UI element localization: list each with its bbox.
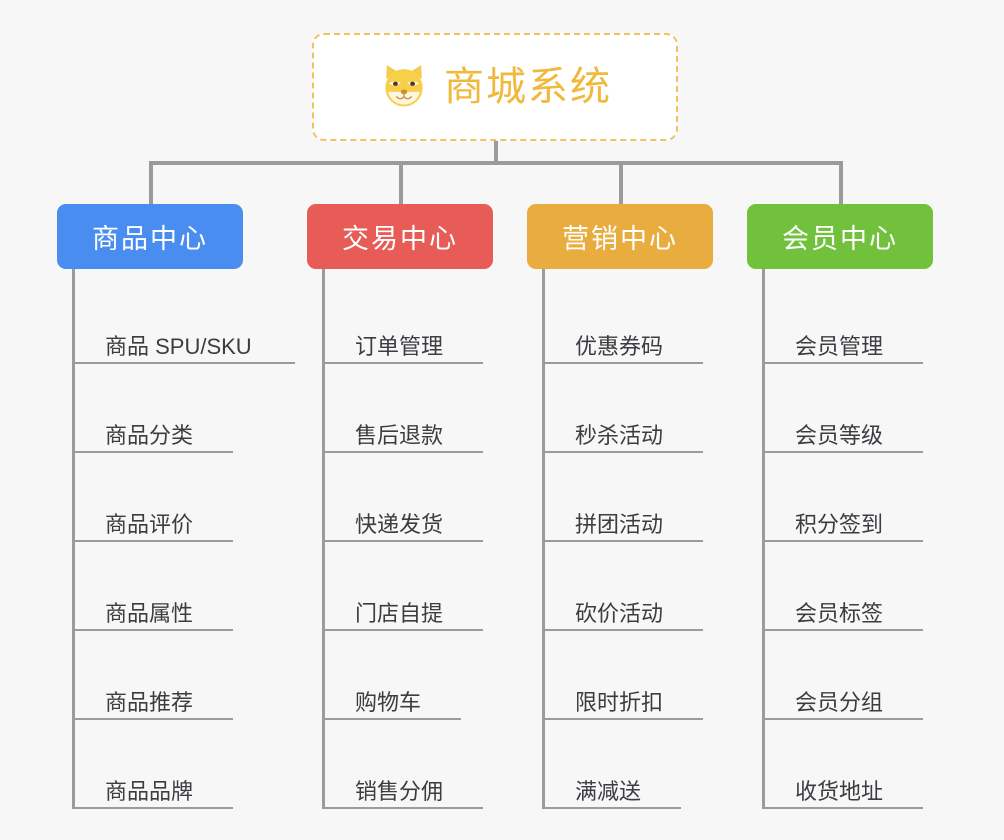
- leaf-label: 快递发货: [355, 511, 444, 537]
- leaf-underline: [75, 451, 233, 453]
- branch-column-member: 会员中心 会员管理 会员等级 积分签到 会员标签 会员分组: [747, 204, 933, 809]
- leaf-item[interactable]: 拼团活动: [545, 453, 713, 542]
- leaf-underline: [545, 362, 703, 364]
- leaf-item[interactable]: 销售分佣: [325, 720, 493, 809]
- leaf-label: 会员分组: [795, 689, 884, 715]
- branch-header-label: 商品中心: [92, 224, 208, 254]
- leaf-underline: [545, 807, 681, 809]
- leaf-item[interactable]: 商品分类: [75, 364, 243, 453]
- connector-root-stem: [494, 141, 498, 165]
- leaf-label: 门店自提: [355, 600, 444, 626]
- leaf-underline: [765, 362, 923, 364]
- leaf-item[interactable]: 商品 SPU/SKU: [75, 275, 295, 364]
- branch-spine-marketing: 优惠券码 秒杀活动 拼团活动 砍价活动 限时折扣 满减送: [542, 269, 713, 809]
- branch-header-member[interactable]: 会员中心: [747, 204, 933, 269]
- leaf-label: 拼团活动: [575, 511, 664, 537]
- leaf-label: 限时折扣: [575, 689, 664, 715]
- leaf-label: 商品品牌: [105, 778, 194, 804]
- branch-column-product: 商品中心 商品 SPU/SKU 商品分类 商品评价 商品属性 商品推荐: [57, 204, 295, 809]
- leaf-label: 会员等级: [795, 422, 884, 448]
- leaf-label: 收货地址: [795, 778, 884, 804]
- leaf-label: 商品 SPU/SKU: [105, 333, 252, 359]
- leaf-label: 满减送: [575, 778, 642, 804]
- leaf-label: 订单管理: [355, 333, 444, 359]
- connector-drop-1: [149, 161, 153, 205]
- branch-column-marketing: 营销中心 优惠券码 秒杀活动 拼团活动 砍价活动 限时折扣: [527, 204, 713, 809]
- connector-drop-2: [399, 161, 403, 205]
- branch-spine-trade: 订单管理 售后退款 快递发货 门店自提 购物车 销售分佣: [322, 269, 493, 809]
- leaf-underline: [325, 807, 483, 809]
- leaf-underline: [325, 362, 483, 364]
- leaf-label: 销售分佣: [355, 778, 444, 804]
- leaf-item[interactable]: 会员分组: [765, 631, 933, 720]
- leaf-item[interactable]: 商品评价: [75, 453, 243, 542]
- leaf-item[interactable]: 快递发货: [325, 453, 493, 542]
- connector-drop-3: [619, 161, 623, 205]
- branch-header-trade[interactable]: 交易中心: [307, 204, 493, 269]
- branch-header-product[interactable]: 商品中心: [57, 204, 243, 269]
- leaf-item[interactable]: 秒杀活动: [545, 364, 713, 453]
- leaf-label: 购物车: [355, 689, 422, 715]
- connector-horizontal-bus: [149, 161, 843, 165]
- leaf-label: 会员标签: [795, 600, 884, 626]
- leaf-item[interactable]: 购物车: [325, 631, 493, 720]
- leaf-underline: [325, 629, 483, 631]
- leaf-label: 商品分类: [105, 422, 194, 448]
- leaf-item[interactable]: 商品品牌: [75, 720, 243, 809]
- leaf-underline: [765, 629, 923, 631]
- leaf-underline: [545, 540, 703, 542]
- leaf-label: 商品推荐: [105, 689, 194, 715]
- leaf-underline: [325, 451, 483, 453]
- leaf-item[interactable]: 门店自提: [325, 542, 493, 631]
- leaf-underline: [545, 718, 703, 720]
- leaf-label: 会员管理: [795, 333, 884, 359]
- leaf-underline: [765, 540, 923, 542]
- branch-spine-member: 会员管理 会员等级 积分签到 会员标签 会员分组 收货地址: [762, 269, 933, 809]
- leaf-underline: [75, 629, 233, 631]
- branch-header-label: 会员中心: [782, 224, 898, 254]
- connector-drop-4: [839, 161, 843, 205]
- leaf-underline: [75, 807, 233, 809]
- leaf-underline: [765, 718, 923, 720]
- leaf-item[interactable]: 订单管理: [325, 275, 493, 364]
- leaf-label: 砍价活动: [575, 600, 664, 626]
- leaf-item[interactable]: 积分签到: [765, 453, 933, 542]
- leaf-label: 优惠券码: [575, 333, 664, 359]
- leaf-underline: [545, 629, 703, 631]
- leaf-label: 秒杀活动: [575, 422, 664, 448]
- branch-header-label: 交易中心: [342, 224, 458, 254]
- leaf-item[interactable]: 会员等级: [765, 364, 933, 453]
- branch-header-marketing[interactable]: 营销中心: [527, 204, 713, 269]
- leaf-underline: [765, 451, 923, 453]
- leaf-label: 积分签到: [795, 511, 884, 537]
- branch-column-trade: 交易中心 订单管理 售后退款 快递发货 门店自提 购物车: [307, 204, 493, 809]
- leaf-label: 售后退款: [355, 422, 444, 448]
- branch-spine-product: 商品 SPU/SKU 商品分类 商品评价 商品属性 商品推荐 商品品牌: [72, 269, 295, 809]
- leaf-underline: [75, 540, 233, 542]
- leaf-underline: [545, 451, 703, 453]
- leaf-item[interactable]: 售后退款: [325, 364, 493, 453]
- leaf-underline: [75, 362, 295, 364]
- leaf-item[interactable]: 优惠券码: [545, 275, 713, 364]
- leaf-item[interactable]: 会员标签: [765, 542, 933, 631]
- leaf-underline: [325, 718, 461, 720]
- root-node[interactable]: 商城系统: [312, 33, 678, 141]
- leaf-underline: [325, 540, 483, 542]
- leaf-item[interactable]: 砍价活动: [545, 542, 713, 631]
- leaf-item[interactable]: 商品推荐: [75, 631, 243, 720]
- leaf-item[interactable]: 会员管理: [765, 275, 933, 364]
- root-title: 商城系统: [444, 65, 612, 109]
- leaf-item[interactable]: 收货地址: [765, 720, 933, 809]
- leaf-label: 商品评价: [105, 511, 194, 537]
- leaf-item[interactable]: 商品属性: [75, 542, 243, 631]
- shiba-dog-emoji: [378, 61, 430, 113]
- leaf-underline: [75, 718, 233, 720]
- leaf-underline: [765, 807, 923, 809]
- leaf-item[interactable]: 限时折扣: [545, 631, 713, 720]
- branch-header-label: 营销中心: [562, 224, 678, 254]
- leaf-label: 商品属性: [105, 600, 194, 626]
- leaf-item[interactable]: 满减送: [545, 720, 713, 809]
